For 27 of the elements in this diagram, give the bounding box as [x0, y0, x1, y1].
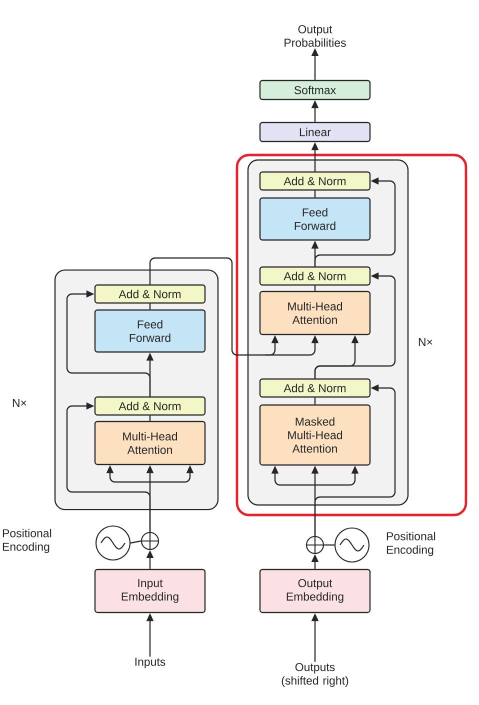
sine-wave-symbol	[95, 525, 131, 561]
layer-box: Add & Norm	[94, 284, 206, 304]
arrow	[66, 402, 151, 532]
layer-box: Add & Norm	[94, 396, 206, 416]
layer-box: Linear	[259, 122, 371, 142]
io-label: Inputs	[135, 658, 166, 668]
io-label: Output Probabilities	[284, 25, 346, 47]
layer-box: Feed Forward	[94, 309, 206, 353]
addition-symbol	[140, 531, 160, 551]
repeat-label: N×	[418, 338, 432, 346]
layer-box: Multi-Head Attention	[94, 420, 206, 466]
repeat-label: N×	[12, 399, 26, 407]
layer-box: Output Embedding	[259, 568, 371, 614]
layer-box: Input Embedding	[94, 568, 206, 614]
layer-box: Multi-Head Attention	[259, 290, 371, 336]
layer-box: Add & Norm	[259, 378, 371, 398]
layer-box: Add & Norm	[259, 266, 371, 286]
sine-wave-symbol	[334, 527, 370, 563]
io-label: Outputs (shifted right)	[282, 663, 348, 687]
layer-box: Masked Multi-Head Attention	[259, 404, 371, 466]
arrow	[66, 290, 151, 396]
addition-symbol	[305, 535, 325, 555]
side-label: Positional Encoding	[2, 528, 52, 554]
layer-box: Softmax	[259, 80, 371, 100]
layer-box: Feed Forward	[259, 197, 371, 241]
layer-box: Add & Norm	[259, 171, 371, 191]
side-label: Positional Encoding	[386, 532, 436, 556]
